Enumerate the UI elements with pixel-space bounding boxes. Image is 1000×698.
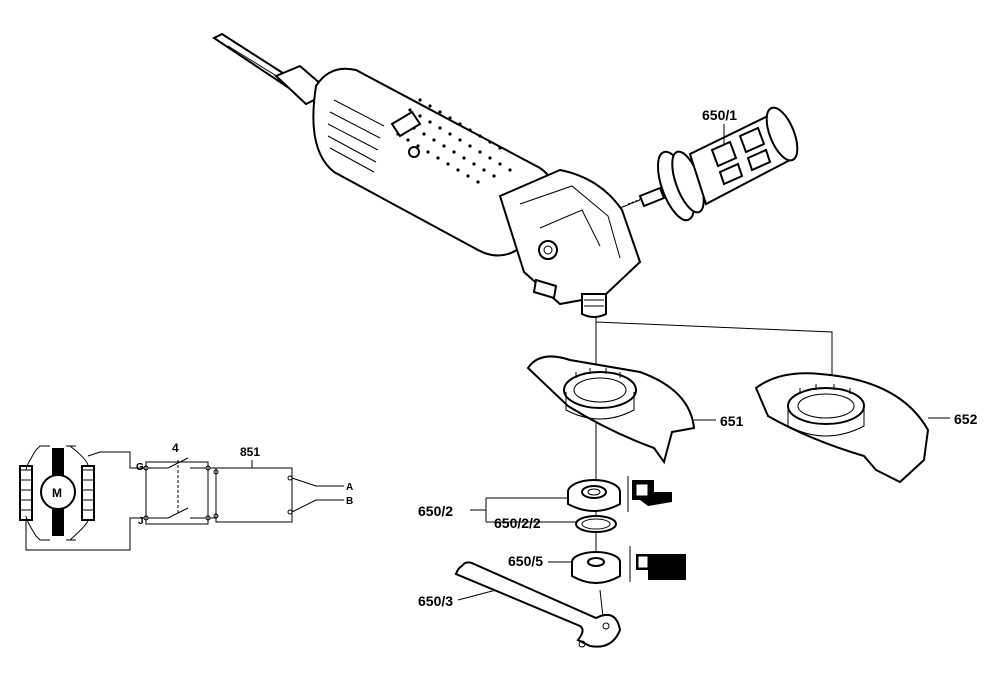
label-nut: 650/5 (508, 553, 543, 569)
label-o-ring: 650/2/2 (494, 515, 541, 531)
label-guard-left: 651 (720, 413, 744, 429)
slide-switch (390, 110, 422, 138)
guard-652: 652 (754, 372, 978, 484)
mounting-flange (567, 476, 672, 512)
pin-spanner: 650/3 (418, 561, 622, 648)
gear-head (498, 168, 642, 306)
handle-grip-pads (710, 126, 772, 186)
guard-651: 651 (526, 355, 744, 465)
terminal-a: A (346, 482, 353, 493)
label-handle: 650/1 (702, 107, 737, 123)
angle-grinder-body (212, 32, 642, 318)
filter-851: 851 (213, 445, 293, 523)
spindle-lock-button (532, 278, 558, 300)
motor-symbol (40, 474, 76, 510)
wiring-schematic: M G J 4 (19, 441, 353, 551)
label-spanner: 650/3 (418, 593, 453, 609)
terminal-g: G (136, 462, 144, 473)
switch-4: G J 4 (136, 441, 211, 527)
label-filter: 851 (240, 445, 260, 459)
label-switch: 4 (172, 441, 179, 455)
auxiliary-handle: 650/1 (627, 106, 799, 222)
flange-section-detail (627, 476, 672, 512)
flange-group-bracket (470, 497, 576, 523)
label-guard-right: 652 (954, 411, 978, 427)
vent-slots (327, 99, 385, 173)
terminal-j: J (138, 516, 144, 527)
clamping-nut: 650/5 (508, 546, 686, 584)
motor-label: M (52, 486, 62, 500)
motor-assembly: M (19, 445, 95, 541)
label-flange-group: 650/2 (418, 503, 453, 519)
terminal-b: B (346, 496, 353, 507)
assembly-axis-lines (595, 316, 833, 627)
nut-section-detail (629, 546, 686, 582)
o-ring (575, 515, 617, 533)
